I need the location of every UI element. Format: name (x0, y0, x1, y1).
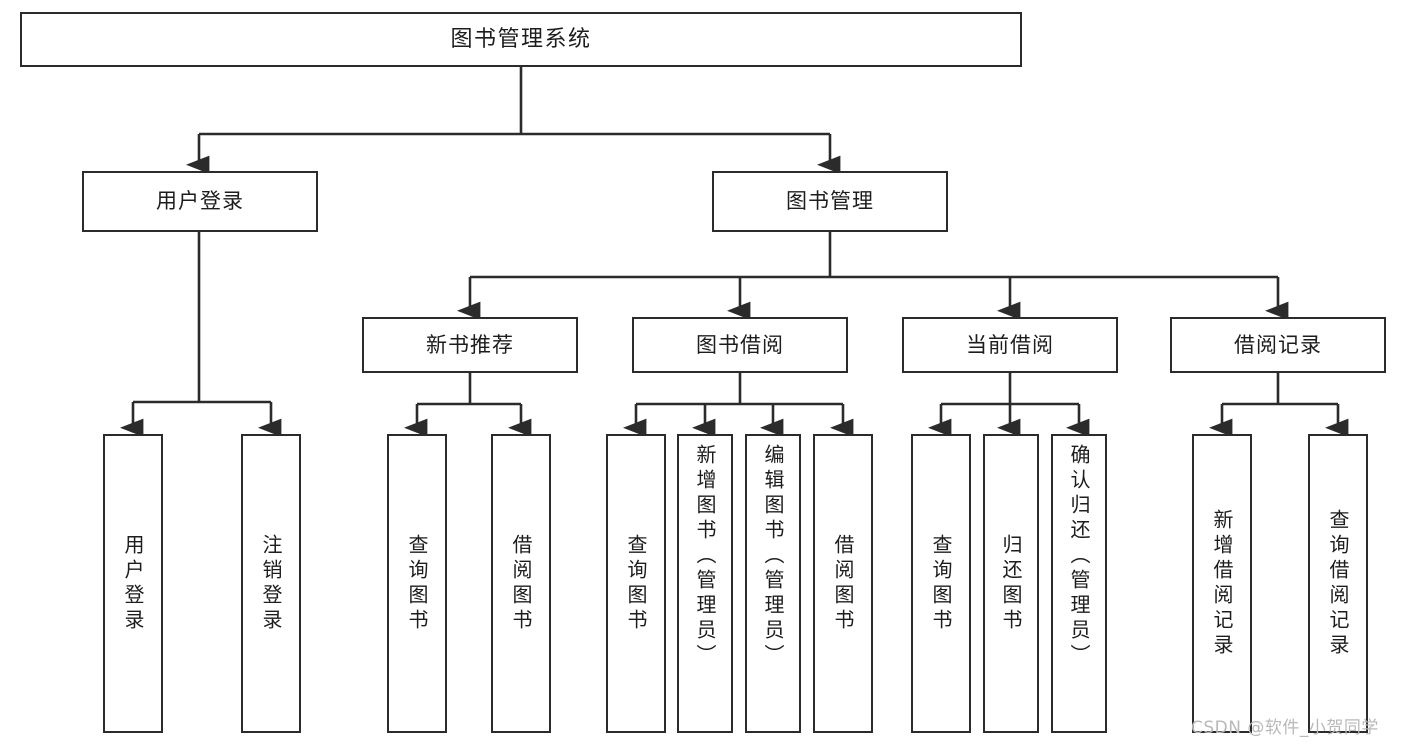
node-current-borrow[interactable]: 当前借阅 (902, 317, 1118, 373)
leaf-book-borrow-add[interactable]: 新增图书（管理员） (677, 434, 733, 733)
node-label: 编辑图书（管理员） (761, 444, 785, 669)
leaf-book-borrow-query[interactable]: 查询图书 (606, 434, 666, 733)
leaf-book-borrow-borrow[interactable]: 借阅图书 (813, 434, 873, 733)
node-label: 查询图书 (624, 533, 648, 634)
node-label: 借阅图书 (509, 533, 533, 634)
node-label: 注销登录 (259, 533, 283, 634)
csdn-watermark: CSDN @软件_小贺同学 (1191, 718, 1379, 738)
node-label: 新增图书（管理员） (693, 444, 717, 669)
node-label: 查询图书 (929, 533, 953, 634)
leaf-user-login-login[interactable]: 用户登录 (103, 434, 163, 733)
node-label: 查询图书 (405, 533, 429, 634)
leaf-book-borrow-edit[interactable]: 编辑图书（管理员） (745, 434, 801, 733)
node-label: 确认归还（管理员） (1067, 444, 1091, 669)
node-book-borrow[interactable]: 图书借阅 (632, 317, 848, 373)
leaf-borrow-record-add[interactable]: 新增借阅记录 (1192, 434, 1252, 733)
leaf-new-book-borrow[interactable]: 借阅图书 (491, 434, 551, 733)
node-label: 用户登录 (156, 189, 244, 214)
node-user-login[interactable]: 用户登录 (82, 171, 318, 232)
node-label: 新增借阅记录 (1210, 508, 1234, 659)
leaf-user-login-logout[interactable]: 注销登录 (241, 434, 301, 733)
node-new-book-recommend[interactable]: 新书推荐 (362, 317, 578, 373)
leaf-new-book-query[interactable]: 查询图书 (387, 434, 447, 733)
node-label: 借阅图书 (831, 533, 855, 634)
node-label: 新书推荐 (426, 332, 514, 357)
node-label: 查询借阅记录 (1326, 508, 1350, 659)
node-label: 图书管理系统 (450, 26, 592, 52)
node-label: 借阅记录 (1234, 332, 1322, 357)
node-label: 图书管理 (786, 189, 874, 214)
leaf-current-borrow-confirm[interactable]: 确认归还（管理员） (1051, 434, 1107, 733)
node-label: 当前借阅 (966, 332, 1054, 357)
node-label: 图书借阅 (696, 332, 784, 357)
leaf-borrow-record-query[interactable]: 查询借阅记录 (1308, 434, 1368, 733)
node-label: 归还图书 (999, 533, 1023, 634)
node-borrow-record[interactable]: 借阅记录 (1170, 317, 1386, 373)
node-root-system[interactable]: 图书管理系统 (20, 12, 1022, 67)
node-label: 用户登录 (121, 533, 145, 634)
node-book-management[interactable]: 图书管理 (712, 171, 948, 232)
leaf-current-borrow-return[interactable]: 归还图书 (983, 434, 1039, 733)
leaf-current-borrow-query[interactable]: 查询图书 (911, 434, 971, 733)
